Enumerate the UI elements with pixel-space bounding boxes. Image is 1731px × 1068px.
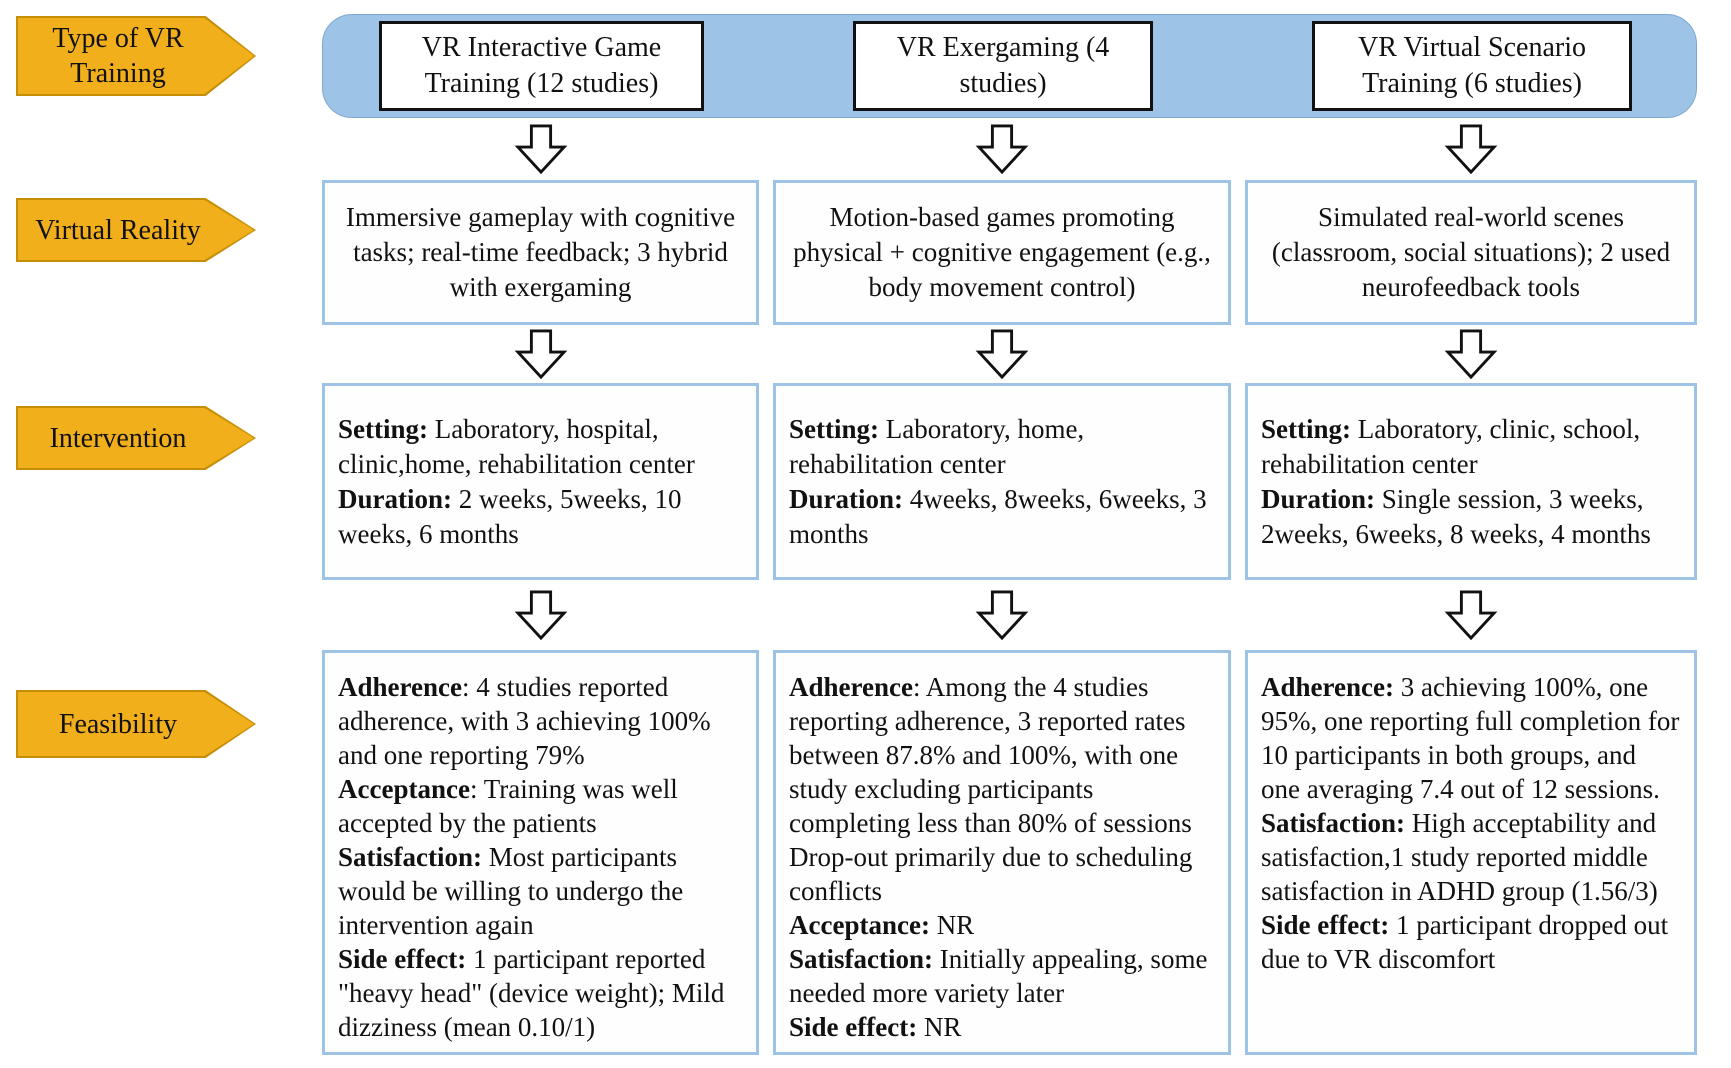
virtual-reality-box-exergaming: Motion-based games promoting physical + … <box>773 180 1231 325</box>
down-arrow-icon <box>773 580 1231 650</box>
down-arrow-icon <box>322 580 759 650</box>
diagram-grid: VR Interactive Game Training (12 studies… <box>322 14 1697 1055</box>
text-line: Duration: 2 weeks, 5weeks, 10 weeks, 6 m… <box>338 483 682 549</box>
pentagon-arrow-fill <box>18 18 254 94</box>
stage-label-text: Intervention <box>49 422 187 454</box>
text-line: Adherence: 4 studies reported adherence,… <box>338 672 711 770</box>
title-box-vr-exergaming: VR Exergaming (4 studies) <box>853 21 1153 111</box>
down-arrow-icon <box>322 325 759 383</box>
pentagon-arrow-fill <box>18 408 254 468</box>
title-box-vr-interactive-game: VR Interactive Game Training (12 studies… <box>379 21 704 111</box>
intervention-box-interactive-game: Setting: Laboratory, hospital, clinic,ho… <box>322 383 759 580</box>
text-line: Side effect: 1 participant dropped out d… <box>1261 910 1669 974</box>
text-line: Acceptance: NR <box>789 910 975 940</box>
pentagon-arrow-fill <box>18 200 254 260</box>
text-line: Duration: 4weeks, 8weeks, 6weeks, 3 mont… <box>789 483 1207 549</box>
text-line: Drop-out primarily due to scheduling con… <box>789 842 1193 906</box>
stage-label-text: Feasibility <box>58 708 178 740</box>
text-line: Setting: Laboratory, home, rehabilitatio… <box>789 413 1085 479</box>
text-line: Acceptance: Training was well accepted b… <box>338 774 678 838</box>
down-arrow-icon <box>773 325 1231 383</box>
down-arrow-icon <box>1245 580 1697 650</box>
intervention-box-exergaming: Setting: Laboratory, home, rehabilitatio… <box>773 383 1231 580</box>
stage-label-feasibility: Feasibility <box>16 690 256 758</box>
text-line: Satisfaction: Most participants would be… <box>338 842 684 940</box>
feasibility-box-exergaming: Adherence: Among the 4 studies reporting… <box>773 650 1231 1055</box>
text-line: Setting: Laboratory, hospital, clinic,ho… <box>338 413 695 479</box>
stage-label-text: Type of VR Training <box>52 23 184 89</box>
title-box-vr-virtual-scenario: VR Virtual Scenario Training (6 studies) <box>1312 21 1632 111</box>
text-line: Adherence: Among the 4 studies reporting… <box>789 672 1192 838</box>
pentagon-arrow-fill <box>18 692 254 756</box>
vr-types-banner: VR Interactive Game Training (12 studies… <box>322 14 1697 118</box>
text-line: Duration: Single session, 3 weeks, 2week… <box>1261 483 1651 549</box>
text-line: Side effect: NR <box>789 1012 962 1042</box>
stage-label-type-of-vr-training: Type of VR Training <box>16 16 256 96</box>
intervention-box-virtual-scenario: Setting: Laboratory, clinic, school, reh… <box>1245 383 1697 580</box>
feasibility-box-interactive-game: Adherence: 4 studies reported adherence,… <box>322 650 759 1055</box>
text-line: Adherence: 3 achieving 100%, one 95%, on… <box>1261 672 1680 804</box>
virtual-reality-box-virtual-scenario: Simulated real-world scenes (classroom, … <box>1245 180 1697 325</box>
stage-label-intervention: Intervention <box>16 406 256 470</box>
text-line: Setting: Laboratory, clinic, school, reh… <box>1261 413 1641 479</box>
down-arrow-icon <box>773 118 1231 180</box>
stage-label-virtual-reality: Virtual Reality <box>16 198 256 262</box>
text-line: Side effect: 1 participant reported "hea… <box>338 944 725 1042</box>
feasibility-box-virtual-scenario: Adherence: 3 achieving 100%, one 95%, on… <box>1245 650 1697 1055</box>
down-arrow-icon <box>1245 325 1697 383</box>
stage-label-text: Virtual Reality <box>35 214 201 246</box>
text-line: Satisfaction: High acceptability and sat… <box>1261 808 1658 906</box>
down-arrow-icon <box>322 118 759 180</box>
text-line: Satisfaction: Initially appealing, some … <box>789 944 1208 1008</box>
down-arrow-icon <box>1245 118 1697 180</box>
virtual-reality-box-interactive-game: Immersive gameplay with cognitive tasks;… <box>322 180 759 325</box>
